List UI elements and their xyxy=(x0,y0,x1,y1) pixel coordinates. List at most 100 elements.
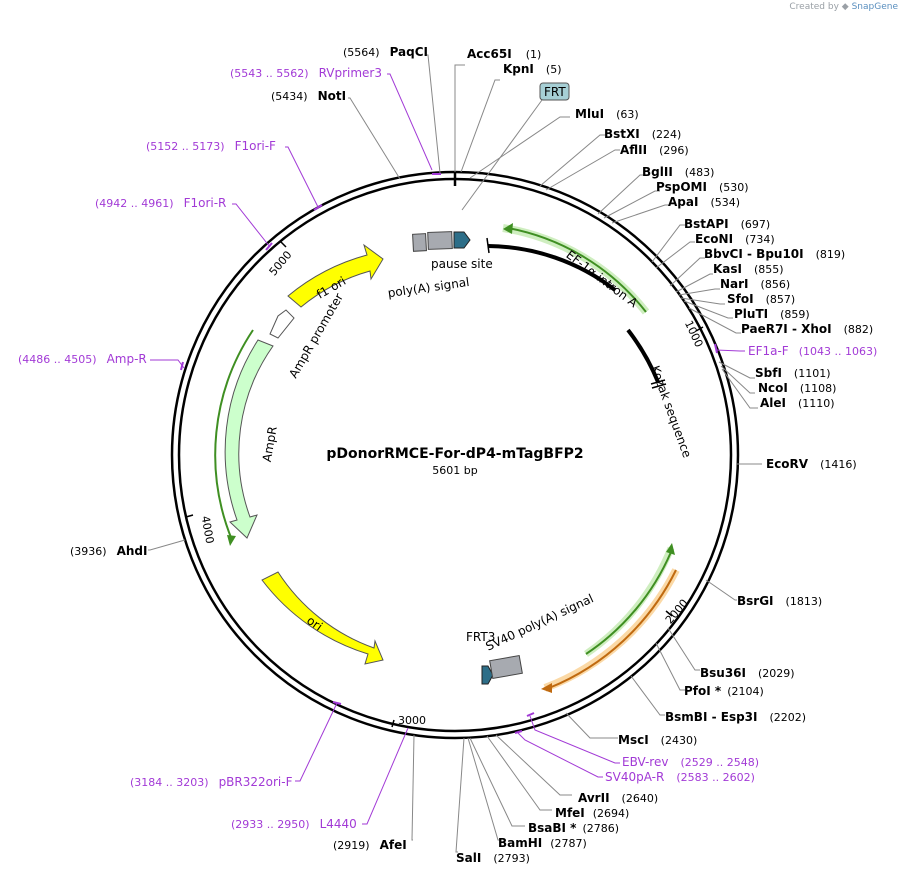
site-bbvci: BbvCI - Bpu10I(819) xyxy=(704,247,845,261)
ampr-green-line xyxy=(214,329,254,541)
site-ahdi-pos: (3936) xyxy=(70,545,107,558)
site-sbfi-name: SbfI xyxy=(755,366,782,380)
site-afei: (2919)AfeI xyxy=(333,838,407,852)
site-msci: MscI(2430) xyxy=(618,733,697,747)
pause-site-label: pause site xyxy=(431,257,493,271)
orange-arrowhead xyxy=(541,683,552,693)
primer-amp-r-range: (4486 .. 4505) xyxy=(18,353,97,366)
credit-prefix: Created by xyxy=(789,2,839,12)
site-mlui-name: MluI xyxy=(575,107,604,121)
primer-pbr322ori-f: (3184 .. 3203)pBR322ori-F xyxy=(130,775,293,789)
primer-f1ori-r: (4942 .. 4961)F1ori-R xyxy=(95,196,226,210)
site-msci-name: MscI xyxy=(618,733,649,747)
site-pluti-name: PluTI xyxy=(734,307,768,321)
site-avrii: AvrII(2640) xyxy=(578,791,658,805)
site-sali: SalI (2793) xyxy=(456,851,530,865)
primer-amp-r-name: Amp-R xyxy=(107,352,147,366)
site-bstxi: BstXI(224) xyxy=(604,127,681,141)
plasmid-length: 5601 bp xyxy=(432,464,477,477)
site-bglii: BglII(483) xyxy=(642,165,714,179)
site-acc65i: Acc65I(1) xyxy=(467,47,541,61)
site-paqci: (5564)PaqCI xyxy=(343,45,428,59)
site-alei-name: AleI xyxy=(760,396,786,410)
ef1a-intron-label: EF-1α intron A xyxy=(563,248,640,311)
site-noti-name: NotI xyxy=(318,89,347,103)
snapgene-credit: Created by ◆ SnapGene xyxy=(789,2,898,12)
site-sali-name: SalI xyxy=(456,851,481,865)
f1-ori-arrow xyxy=(287,243,384,308)
site-bbvci-pos: (819) xyxy=(816,248,846,261)
scale-tick-5000 xyxy=(280,241,287,248)
primer-pbr322ori-f-range: (3184 .. 3203) xyxy=(130,776,209,789)
site-bsmbi-esp3i-pos: (2202) xyxy=(769,711,806,724)
primer-rvprimer3: (5543 .. 5562)RVprimer3 xyxy=(230,66,382,80)
bfp-green-arrowhead xyxy=(666,543,675,555)
site-ncoi: NcoI(1108) xyxy=(758,381,836,395)
frt3-label: FRT3 xyxy=(466,630,495,644)
site-nari-name: NarI xyxy=(720,277,749,291)
kozak-end-bar-2 xyxy=(651,383,667,389)
site-kasi-name: KasI xyxy=(713,262,742,276)
site-pfoi: PfoI *(2104) xyxy=(684,684,764,698)
primer-rvprimer3-range: (5543 .. 5562) xyxy=(230,67,309,80)
primer-l4440-name: L4440 xyxy=(320,817,357,831)
ef1a-green-arrowhead xyxy=(503,223,513,234)
site-bsrgi-name: BsrGI xyxy=(737,594,774,608)
scale-label-5000: 5000 xyxy=(267,249,295,279)
primer-ebv-rev: EBV-rev (2529 .. 2548) xyxy=(622,755,759,769)
site-ahdi-name: AhdI xyxy=(117,544,148,558)
pause-site-arrow xyxy=(453,231,471,249)
site-paer7i-xhoi: PaeR7I - XhoI(882) xyxy=(741,322,873,336)
primer-sv40pa-r-name: SV40pA-R xyxy=(605,770,664,784)
primer-ef1a-f-name: EF1a-F xyxy=(748,344,789,358)
site-kpni-pos: (5) xyxy=(546,63,562,76)
site-pluti-pos: (859) xyxy=(780,308,810,321)
primer-labels: (5543 .. 5562)RVprimer3 (5152 .. 5173)F1… xyxy=(18,66,877,831)
site-bsu36i-name: Bsu36I xyxy=(700,666,746,680)
site-aflii-name: AflII xyxy=(620,143,647,157)
site-avrii-pos: (2640) xyxy=(622,792,659,805)
primer-ef1a-f-range: (1043 .. 1063) xyxy=(799,345,878,358)
ampr-label: AmpR xyxy=(260,425,280,463)
site-bamhi-pos: (2787) xyxy=(550,837,587,850)
primer-ebv-rev-name: EBV-rev xyxy=(622,755,668,769)
scale-label-3000: 3000 xyxy=(398,714,426,727)
site-pspomi-pos: (530) xyxy=(719,181,749,194)
kozak-label: Kozak sequence xyxy=(648,364,694,460)
scale-label-4000: 4000 xyxy=(199,515,217,545)
site-kasi: KasI(855) xyxy=(713,262,784,276)
polya-signal-block-2 xyxy=(427,231,453,250)
primer-f1ori-f: (5152 .. 5173)F1ori-F xyxy=(146,139,276,153)
site-mlui: MluI (63) xyxy=(575,107,639,121)
site-econi: EcoNI(734) xyxy=(695,232,775,246)
scale-tick-1000 xyxy=(695,326,704,332)
site-aflii: AflII (296) xyxy=(620,143,689,157)
site-bsrgi: BsrGI(1813) xyxy=(737,594,822,608)
site-econi-name: EcoNI xyxy=(695,232,733,246)
site-bsu36i: Bsu36I (2029) xyxy=(700,666,795,680)
site-sfoi: SfoI(857) xyxy=(727,292,795,306)
site-nari: NarI(856) xyxy=(720,277,790,291)
site-aflii-pos: (296) xyxy=(659,144,689,157)
polya-signal-block-1 xyxy=(412,233,427,252)
primer-ebv-rev-range: (2529 .. 2548) xyxy=(680,756,759,769)
ef1a-intron-green-line xyxy=(507,227,647,313)
site-pspomi: PspOMI(530) xyxy=(656,180,749,194)
primer-l4440: (2933 .. 2950) L4440 xyxy=(231,817,357,831)
site-ncoi-name: NcoI xyxy=(758,381,788,395)
site-bsu36i-pos: (2029) xyxy=(758,667,795,680)
ori-arrow xyxy=(261,571,384,665)
frt-feature-label: FRT xyxy=(461,82,570,211)
orange-arc-halo xyxy=(543,568,680,692)
site-bsmbi-esp3i-name: BsmBI - Esp3I xyxy=(665,710,757,724)
site-mlui-pos: (63) xyxy=(616,108,639,121)
snapgene-logo-icon: ◆ xyxy=(841,2,849,12)
primer-l4440-range: (2933 .. 2950) xyxy=(231,818,310,831)
site-ecorv: EcoRV(1416) xyxy=(766,457,857,471)
site-alei: AleI(1110) xyxy=(760,396,835,410)
primer-sv40pa-r-range: (2583 .. 2602) xyxy=(676,771,755,784)
primer-sv40pa-r: SV40pA-R (2583 .. 2602) xyxy=(605,770,755,784)
site-sali-pos: (2793) xyxy=(493,852,530,865)
plasmid-name: pDonorRMCE-For-dP4-mTagBFP2 xyxy=(326,446,583,462)
site-ecorv-pos: (1416) xyxy=(820,458,857,471)
